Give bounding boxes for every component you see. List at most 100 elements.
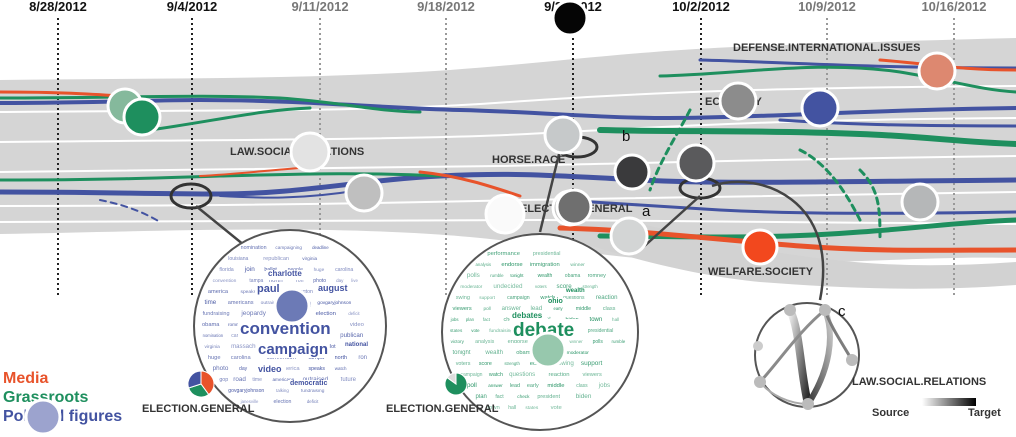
pie-slice	[200, 370, 215, 396]
entity-avatar[interactable]	[273, 287, 311, 325]
cloud-word: photo	[213, 365, 229, 372]
date-label: 9/4/2012	[167, 0, 218, 14]
cloud-word: ron	[358, 355, 367, 361]
entity-avatar[interactable]	[741, 228, 779, 266]
cloud-word: middle	[547, 383, 564, 389]
cloud-word-emphasis: august	[318, 283, 348, 293]
cloud-word: questions	[563, 295, 585, 301]
date-label: 9/11/2012	[291, 0, 348, 14]
cloud-word: republican	[263, 256, 289, 262]
relation-graph[interactable]	[753, 302, 860, 410]
cloud-word-bg	[564, 288, 589, 296]
cloud-word: presidential	[588, 328, 614, 334]
entity-avatar[interactable]	[676, 143, 716, 183]
word-cloud-left-label: ELECTION.GENERAL	[142, 403, 255, 415]
cloud-word: carolina	[231, 355, 252, 361]
topic-river-background	[0, 38, 1016, 262]
entity-avatar[interactable]	[613, 153, 651, 191]
cloud-word: vote	[471, 328, 480, 333]
cloud-word: jeopardy	[240, 310, 266, 317]
gradient-target-label: Target	[968, 407, 1001, 419]
entity-avatar[interactable]	[551, 0, 589, 37]
cloud-word-bg	[238, 319, 341, 338]
entity-avatar[interactable]	[917, 51, 957, 91]
cloud-word: analysis	[476, 262, 492, 267]
cloud-word: time	[252, 377, 262, 383]
cloud-word: support	[479, 295, 495, 300]
cloud-word: vote	[551, 405, 563, 411]
cloud-word: obama	[202, 322, 220, 328]
cloud-word: future	[341, 377, 357, 383]
legend-media: Media	[3, 370, 48, 387]
cloud-word: middle	[576, 306, 591, 312]
entity-avatar[interactable]	[718, 81, 758, 121]
cloud-word: campaign	[460, 372, 482, 378]
cloud-word: check	[517, 394, 530, 399]
cloud-word: performance	[487, 251, 520, 257]
cloud-word: plan	[476, 394, 487, 400]
cloud-word: voters	[456, 361, 471, 367]
cloud-word: answer	[502, 306, 521, 312]
entity-avatar[interactable]	[529, 331, 567, 369]
cloud-word: answer	[488, 383, 503, 388]
entity-avatar[interactable]	[122, 97, 162, 137]
cloud-word: outraised	[303, 376, 329, 383]
cloud-word: florida	[219, 267, 233, 273]
entity-avatar[interactable]	[289, 131, 331, 173]
cloud-word: rumble	[490, 273, 504, 278]
cloud-word: biden	[576, 393, 592, 400]
entity-avatar[interactable]	[609, 216, 649, 256]
cloud-word: fundraising	[489, 328, 513, 334]
entity-avatar[interactable]	[543, 115, 583, 155]
cloud-word-emphasis: wealth	[565, 288, 585, 294]
cloud-word: class	[603, 306, 616, 312]
cloud-word-emphasis: charlotte	[268, 269, 302, 278]
cloud-word: wealth	[538, 273, 553, 279]
cloud-word: jobs	[450, 317, 459, 322]
cloud-word-bg	[256, 341, 330, 358]
graph-node[interactable]	[802, 398, 814, 410]
cloud-word: election	[274, 399, 292, 405]
cloud-word: president	[537, 394, 560, 400]
cloud-word-bg	[343, 342, 375, 350]
cloud-word-bg	[511, 319, 582, 340]
cloud-word: huge	[314, 267, 325, 273]
source-target-gradient	[922, 398, 976, 406]
cloud-word: lead	[510, 383, 520, 389]
graph-node[interactable]	[754, 376, 766, 388]
date-label: 10/2/2012	[672, 0, 730, 14]
entity-avatar[interactable]	[900, 182, 940, 222]
cloud-word: govgaryjohnson	[317, 300, 351, 306]
source-pie-left	[187, 370, 215, 398]
cloud-word: north	[335, 355, 347, 361]
entity-avatar[interactable]	[344, 173, 384, 213]
cloud-word: deficit	[348, 311, 360, 316]
graph-node[interactable]	[846, 354, 858, 366]
graph-node[interactable]	[784, 304, 796, 316]
cloud-word: outraised	[261, 300, 281, 306]
annotation-c: c	[838, 303, 846, 320]
cloud-word: photo	[313, 278, 326, 284]
selection-ellipse-convention[interactable]	[169, 182, 213, 210]
graph-node[interactable]	[753, 341, 763, 351]
entity-avatar[interactable]	[484, 193, 526, 235]
cloud-word: deficit	[307, 399, 319, 404]
entity-avatar[interactable]	[800, 88, 840, 128]
graph-node[interactable]	[819, 304, 831, 316]
date-label: 9/18/2012	[417, 0, 475, 14]
cloud-word-bg	[266, 270, 312, 280]
entity-avatar[interactable]	[24, 398, 62, 436]
word-cloud-right-label: ELECTION.GENERAL	[386, 403, 499, 415]
entity-avatar[interactable]	[555, 188, 593, 226]
cloud-word: campaign	[507, 295, 530, 301]
cloud-word: strength	[583, 284, 599, 289]
topic-label-horse-race: HORSE.RACE	[492, 154, 565, 166]
cloud-word: states	[525, 405, 538, 411]
cloud-word: janesville	[240, 399, 259, 404]
cloud-word: rumble	[612, 339, 626, 344]
cloud-word: gop	[219, 377, 228, 383]
cloud-word: americans	[228, 300, 254, 306]
annotation-b: b	[622, 128, 630, 145]
